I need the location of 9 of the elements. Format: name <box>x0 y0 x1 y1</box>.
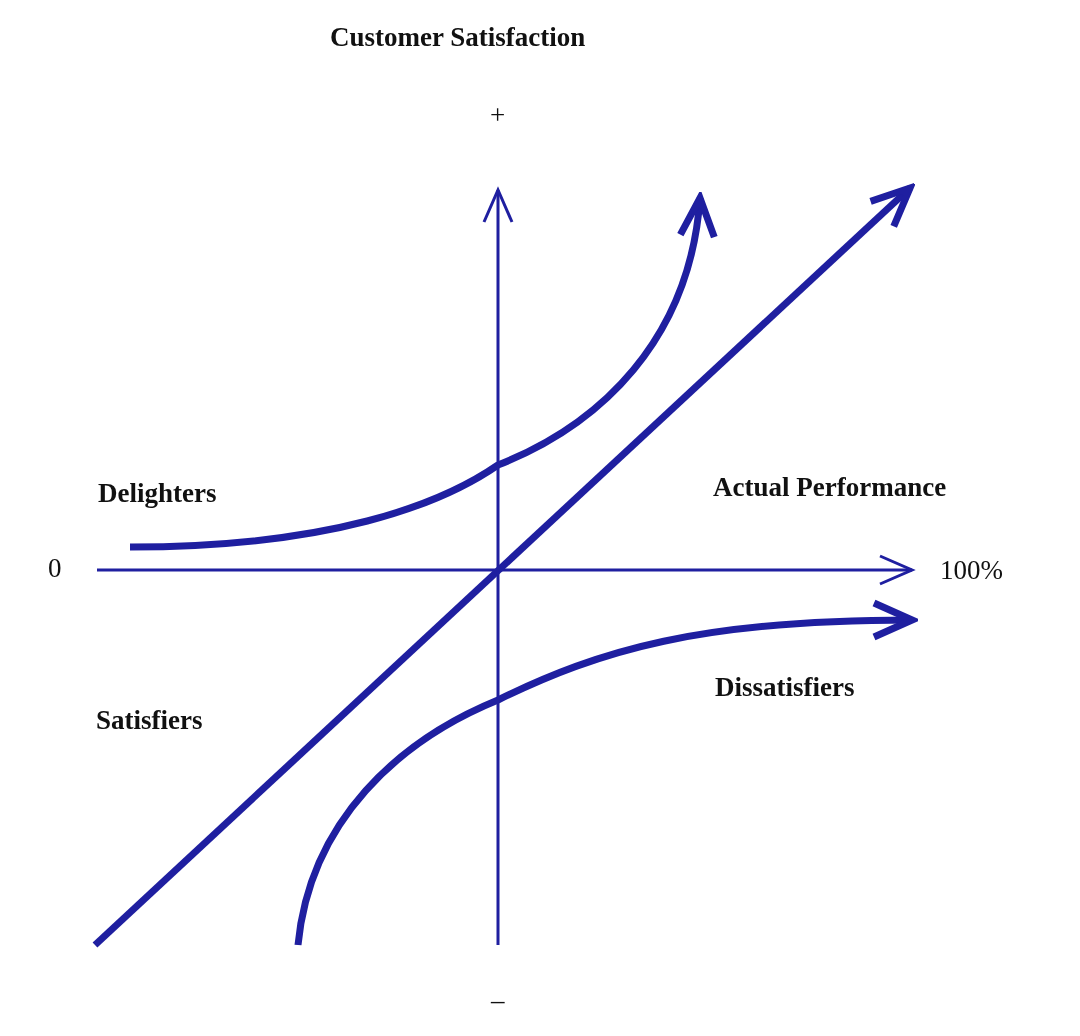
curve-label: Dissatisfiers <box>715 672 855 703</box>
axis-sign: – <box>491 985 505 1016</box>
curve-label: Delighters <box>98 478 217 509</box>
axis-tick-label: 100% <box>940 555 1003 586</box>
x-axis-title: Actual Performance <box>713 472 947 503</box>
curve-label: Satisfiers <box>96 705 203 736</box>
axis-sign: + <box>490 100 506 131</box>
axis-tick-label: 0 <box>48 553 62 584</box>
y-axis-title: Customer Satisfaction <box>330 22 586 53</box>
